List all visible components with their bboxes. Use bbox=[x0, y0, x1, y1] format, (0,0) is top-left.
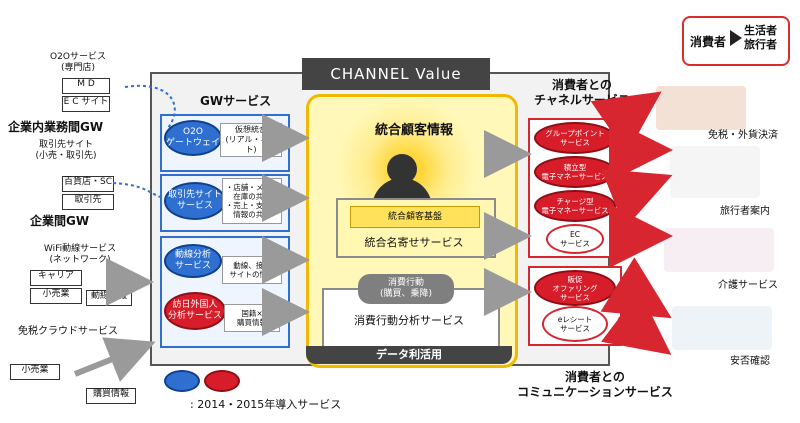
retail2-label: 小売業 bbox=[10, 364, 60, 380]
ereceipt-oval: eレシート サービス bbox=[542, 306, 608, 342]
o2o-gateway-oval: O2O ゲートウェイ bbox=[164, 120, 222, 156]
dept-store-label: 百貨店・SC bbox=[62, 176, 114, 192]
partner-label: 取引先 bbox=[62, 194, 114, 210]
resident-traveler-label: 生活者 旅行者 bbox=[744, 24, 777, 51]
legend-label: : 2014・2015年導入サービス bbox=[190, 398, 342, 411]
consumer-box bbox=[682, 16, 790, 66]
traveler-photo bbox=[670, 146, 760, 198]
customer-base-label: 統合顧客基盤 bbox=[350, 206, 480, 228]
foreign-visitor-oval: 訪日外国人 分析サービス bbox=[164, 292, 226, 330]
gw-title: GWサービス bbox=[200, 94, 272, 108]
legend-red-oval bbox=[204, 370, 240, 392]
purchase-info-label: 購買情報 bbox=[86, 388, 136, 404]
care-photo bbox=[664, 228, 774, 272]
retail-label: 小売業 bbox=[30, 288, 82, 304]
ec-site-label: E C サイト bbox=[62, 96, 110, 112]
line-analysis-oval: 動線分析 サービス bbox=[164, 244, 222, 278]
line-info-label: 動線情報 bbox=[86, 290, 132, 306]
shop-info-box: ・店舗・メーカ 在庫の共有 ・売上・支払い 情報の共有 bbox=[222, 178, 282, 224]
play-icon bbox=[730, 30, 742, 46]
line-connect-box: 動線、接続 サイトの情報 bbox=[222, 256, 282, 284]
o2o-service-title: O2Oサービス (専門店) bbox=[50, 52, 106, 73]
partner-site-service-oval: 取引先サイト サービス bbox=[164, 182, 226, 220]
comm-service-title: 消費者との コミュニケーションサービス bbox=[517, 370, 673, 399]
safety-label: 安否確認 bbox=[730, 356, 770, 367]
care-label: 介護サービス bbox=[718, 280, 778, 291]
data-usage-label: データ利活用 bbox=[306, 346, 512, 364]
channel-value-title: CHANNEL Value bbox=[302, 58, 490, 90]
safety-photo bbox=[672, 306, 772, 350]
traveler-info-label: 旅行者案内 bbox=[720, 206, 770, 217]
duty-free-label: 免税・外貨決済 bbox=[708, 130, 778, 141]
duty-free-photo bbox=[656, 86, 746, 130]
duty-free-cloud-title: 免税クラウドサービス bbox=[18, 326, 118, 337]
consumer-label: 消費者 bbox=[690, 35, 727, 49]
channel-service-title: 消費者との チャネルサービス bbox=[534, 78, 630, 107]
customer-info-title: 統合顧客情報 bbox=[374, 123, 453, 138]
intra-gw-label: 企業内業務間GW bbox=[8, 120, 104, 134]
wifi-title: WiFi動線サービス (ネットワーク) bbox=[43, 244, 117, 265]
promo-oval: 販促 オファリング サービス bbox=[534, 270, 616, 306]
partner-site-title: 取引先サイト (小売・取引先) bbox=[35, 140, 97, 161]
behavior-analysis-label: 消費行動分析サービス bbox=[354, 314, 464, 327]
nationality-box: 国籍× 購買情報 bbox=[224, 304, 280, 332]
charge-value-oval: チャージ型 電子マネーサービス bbox=[534, 190, 616, 222]
dedup-service-label: 統合名寄せサービス bbox=[364, 236, 464, 249]
inter-gw-label: 企業間GW bbox=[30, 214, 90, 228]
career-label: キャリア bbox=[30, 270, 82, 286]
behavior-cylinder: 消費行動 (購買、乗降) bbox=[358, 274, 454, 304]
legend-blue-oval bbox=[164, 370, 200, 392]
md-label: M D bbox=[62, 78, 110, 94]
ec-service-oval: EC サービス bbox=[546, 224, 604, 254]
stored-value-oval: 積立型 電子マネーサービス bbox=[534, 156, 616, 188]
virtual-integration: 仮想統合 (リアル・ネット) bbox=[220, 123, 282, 157]
group-point-oval: グループポイント サービス bbox=[534, 122, 616, 154]
